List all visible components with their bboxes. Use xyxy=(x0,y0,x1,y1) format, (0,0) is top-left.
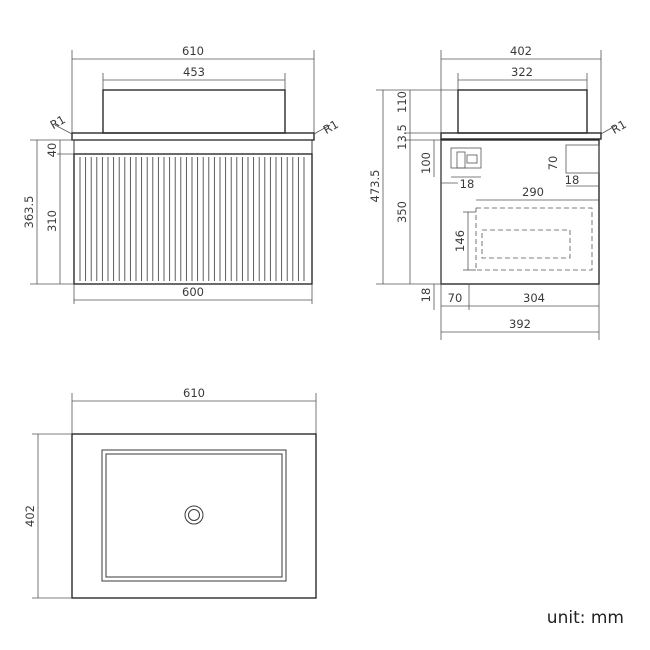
side-top-thickness-label: 13.5 xyxy=(395,124,409,150)
side-inner-width-label: 290 xyxy=(522,185,544,199)
drawer-outline xyxy=(475,207,593,271)
top-width-label: 610 xyxy=(183,386,205,400)
unit-label: unit: mm xyxy=(546,608,624,628)
top-view: 610 402 xyxy=(23,386,317,599)
top-basin-outer xyxy=(101,449,287,582)
side-basin-depth-label: 322 xyxy=(511,65,533,79)
side-basin-height-label: 110 xyxy=(395,91,409,113)
front-total-height-label: 363.5 xyxy=(22,196,36,229)
side-wall-gap-label: 70 xyxy=(546,156,560,171)
top-depth-label: 402 xyxy=(23,505,37,527)
front-cabinet-height-label: 310 xyxy=(45,210,59,232)
side-pipe-height-label: 100 xyxy=(419,152,433,174)
top-basin-inner xyxy=(105,453,283,578)
side-countertop xyxy=(440,132,602,140)
side-view: 402 322 R1 473.5 110 13.5 350 xyxy=(368,44,629,340)
side-drawer-height-label: 146 xyxy=(453,230,467,252)
front-radius-right: R1 xyxy=(321,117,341,137)
front-top-width-label: 610 xyxy=(182,44,204,58)
side-drawer-depth-label: 304 xyxy=(523,291,545,305)
front-view: 610 453 R1 R1 363.5 310 40 600 xyxy=(22,44,341,304)
side-total-height-label: 473.5 xyxy=(368,170,382,203)
drawer-inner-outline xyxy=(481,229,571,259)
side-bottom-offset-label: 18 xyxy=(419,288,433,303)
front-basin xyxy=(102,89,286,134)
fluted-panel xyxy=(79,157,305,281)
side-cabinet-height-label: 350 xyxy=(395,201,409,223)
drain-hole-inner xyxy=(188,509,200,521)
side-pipe-offset-label: 18 xyxy=(460,177,475,191)
side-top-depth-label: 402 xyxy=(510,44,532,58)
front-basin-width-label: 453 xyxy=(183,65,205,79)
side-cabinet-depth-label: 392 xyxy=(509,317,531,331)
side-back-gap-label: 70 xyxy=(448,291,463,305)
front-top-thickness-label: 40 xyxy=(45,143,59,158)
wall-bracket xyxy=(565,144,600,174)
front-radius-left: R1 xyxy=(48,112,68,132)
drain-hole-outer xyxy=(184,505,204,525)
front-countertop xyxy=(71,132,315,141)
drain-pipe xyxy=(450,147,482,178)
front-cabinet-width-label: 600 xyxy=(182,285,204,299)
side-wall-offset-label: 18 xyxy=(565,173,580,187)
top-countertop xyxy=(71,433,317,599)
side-basin xyxy=(457,89,588,134)
front-cabinet-rail xyxy=(73,139,313,155)
front-cabinet-body xyxy=(73,153,313,285)
side-radius-label: R1 xyxy=(609,117,629,137)
